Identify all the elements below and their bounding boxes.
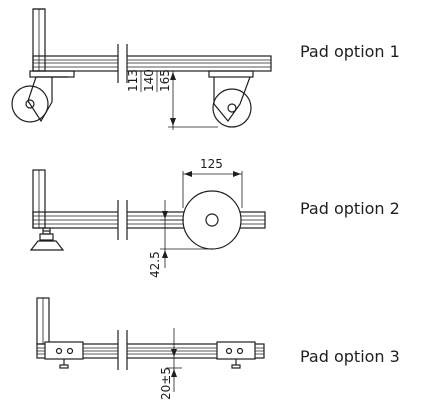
dim-113: 113	[126, 69, 140, 92]
upright-post	[32, 169, 46, 229]
castor-right	[208, 70, 254, 128]
levelling-foot	[29, 227, 65, 251]
option-1-drawing: 113 140 165	[11, 8, 272, 130]
pad-option-1-label: Pad option 1	[300, 42, 400, 61]
dim-125: 125	[200, 157, 223, 171]
break-marks	[117, 200, 128, 240]
dim-42-5: 42.5	[148, 251, 162, 278]
option-1-dimensions	[140, 70, 218, 130]
upright-post	[32, 8, 46, 72]
pad-option-2-label: Pad option 2	[300, 199, 400, 218]
pad-option-3-label: Pad option 3	[300, 347, 400, 366]
dim-140: 140	[142, 69, 156, 92]
option-2-height-dimension	[160, 200, 212, 268]
pad-right	[216, 341, 256, 369]
break-marks	[117, 44, 128, 83]
castor-left	[11, 70, 75, 123]
option-2-drawing: 125 42.5	[29, 157, 266, 278]
wheel	[182, 190, 242, 250]
break-marks	[117, 330, 128, 370]
option-2-width-dimension	[182, 171, 243, 208]
option-3-drawing: 20±5	[36, 297, 265, 400]
option-3-dimension	[166, 328, 182, 392]
base-profile	[32, 55, 272, 72]
dim-165: 165	[158, 69, 172, 92]
pad-left	[44, 341, 84, 369]
upright-post	[36, 297, 50, 345]
dim-20-pm-5: 20±5	[159, 367, 173, 400]
